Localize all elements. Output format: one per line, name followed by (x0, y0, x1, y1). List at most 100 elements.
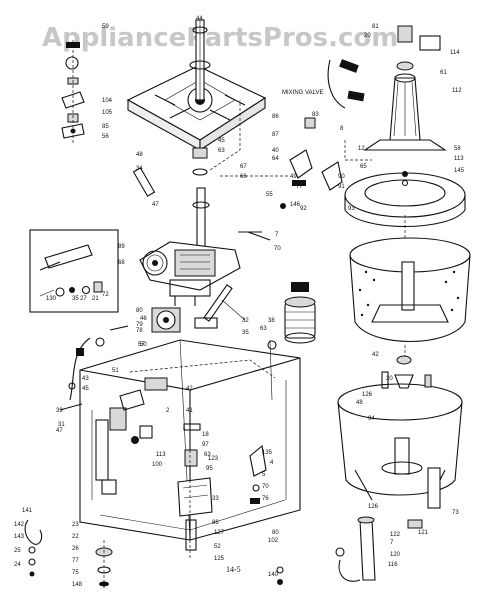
part-callout-58: 58 (454, 146, 461, 152)
mixing-valve-note: MIXING VALVE (282, 90, 323, 96)
part-callout-66: 66 (240, 174, 247, 180)
part-callout-27: 27 (80, 296, 87, 302)
transmission-assembly (139, 187, 262, 306)
part-callout-81: 81 (372, 24, 379, 30)
part-callout-65: 65 (360, 164, 367, 170)
drive-linkage (203, 284, 246, 322)
part-callout-148: 148 (72, 582, 83, 588)
part-callout-64: 64 (272, 156, 279, 162)
part-callout-67: 67 (240, 164, 247, 170)
part-callout-78: 78 (136, 328, 143, 334)
part-callout-75: 75 (72, 570, 79, 576)
part-callout-93: 93 (348, 206, 355, 212)
part-callout-63: 63 (204, 452, 211, 458)
part-callout-87: 87 (272, 132, 279, 138)
base-plate-assembly (126, 19, 267, 176)
part-callout-61: 61 (440, 70, 447, 76)
part-callout-20: 20 (386, 376, 393, 382)
part-callout-113: 113 (156, 452, 166, 458)
part-callout-86: 86 (212, 520, 219, 526)
part-callout-32: 32 (242, 318, 249, 324)
part-callout-47: 47 (152, 202, 159, 208)
outer-tub (337, 383, 463, 509)
part-callout-70: 70 (274, 246, 281, 252)
part-callout-97: 97 (202, 442, 209, 448)
part-callout-140: 140 (268, 572, 279, 578)
part-callout-43: 43 (82, 376, 89, 382)
left-top-small-parts (61, 40, 156, 197)
part-callout-47: 47 (56, 428, 63, 434)
part-callout-120: 120 (390, 552, 401, 558)
part-callout-33: 33 (212, 496, 219, 502)
part-callout-51: 51 (112, 368, 119, 374)
dampener-parts (249, 339, 277, 504)
part-callout-126: 126 (362, 392, 373, 398)
part-callout-23: 23 (72, 522, 79, 528)
part-callout-116: 116 (388, 562, 398, 568)
part-callout-20: 20 (364, 33, 371, 39)
mixing-valve-assembly (304, 25, 441, 129)
part-callout-102: 102 (268, 538, 279, 544)
part-callout-143: 143 (14, 534, 25, 540)
part-callout-57: 57 (138, 342, 145, 348)
part-callout-25: 25 (14, 548, 21, 554)
part-callout-122: 122 (390, 532, 401, 538)
part-callout-83: 83 (312, 112, 319, 118)
part-callout-142: 142 (14, 522, 25, 528)
part-callout-5: 5 (262, 472, 266, 478)
part-callout-35: 35 (72, 296, 79, 302)
part-callout-12: 12 (358, 146, 365, 152)
part-callout-79: 79 (136, 322, 143, 328)
part-callout-113: 113 (454, 156, 464, 162)
part-callout-114: 114 (450, 50, 460, 56)
part-callout-8: 8 (340, 126, 344, 132)
part-callout-45: 45 (218, 138, 225, 144)
part-callout-63: 63 (218, 148, 225, 154)
part-callout-125: 125 (214, 556, 225, 562)
part-callout-59: 59 (102, 24, 109, 30)
part-callout-105: 105 (102, 110, 113, 116)
part-callout-94: 94 (368, 416, 375, 422)
part-callout-77: 77 (72, 558, 79, 564)
part-callout-73: 73 (452, 510, 459, 516)
part-callout-40: 40 (272, 148, 279, 154)
part-callout-63: 63 (260, 326, 267, 332)
leader-lines (209, 100, 406, 356)
part-callout-92: 92 (300, 206, 307, 212)
part-callout-46: 46 (140, 316, 147, 322)
part-callout-48: 48 (356, 400, 363, 406)
part-callout-145: 145 (454, 168, 465, 174)
part-callout-24: 24 (14, 562, 21, 568)
part-callout-50: 50 (140, 342, 147, 348)
part-callout-121: 121 (418, 530, 429, 536)
tub-seal-parts (381, 355, 432, 389)
part-callout-39: 39 (56, 408, 63, 414)
page-number: 14-5 (226, 565, 241, 574)
part-callout-135: 135 (262, 450, 273, 456)
part-callout-91: 91 (338, 184, 345, 190)
part-callout-35: 35 (242, 330, 249, 336)
part-callout-2: 2 (166, 408, 170, 414)
part-callout-127: 127 (214, 530, 225, 536)
drive-motor (284, 282, 316, 344)
part-callout-21: 21 (92, 296, 99, 302)
part-callout-22: 22 (72, 534, 79, 540)
part-callout-85: 85 (102, 124, 109, 130)
part-callout-95: 95 (206, 466, 213, 472)
part-callout-68: 68 (118, 260, 125, 266)
part-callout-7: 7 (275, 232, 279, 238)
part-callout-80: 80 (272, 530, 279, 536)
pump-motor (151, 307, 218, 333)
part-callout-112: 112 (452, 88, 462, 94)
part-callout-44: 44 (196, 16, 203, 22)
part-callout-123: 123 (208, 456, 219, 462)
part-callout-89: 89 (118, 244, 125, 250)
part-callout-100: 100 (152, 462, 163, 468)
part-callout-55: 55 (266, 192, 273, 198)
part-callout-18: 18 (202, 432, 209, 438)
part-callout-49: 49 (290, 174, 297, 180)
spin-basket (349, 237, 471, 343)
center-right-brackets (247, 149, 343, 241)
agitator (363, 61, 447, 151)
